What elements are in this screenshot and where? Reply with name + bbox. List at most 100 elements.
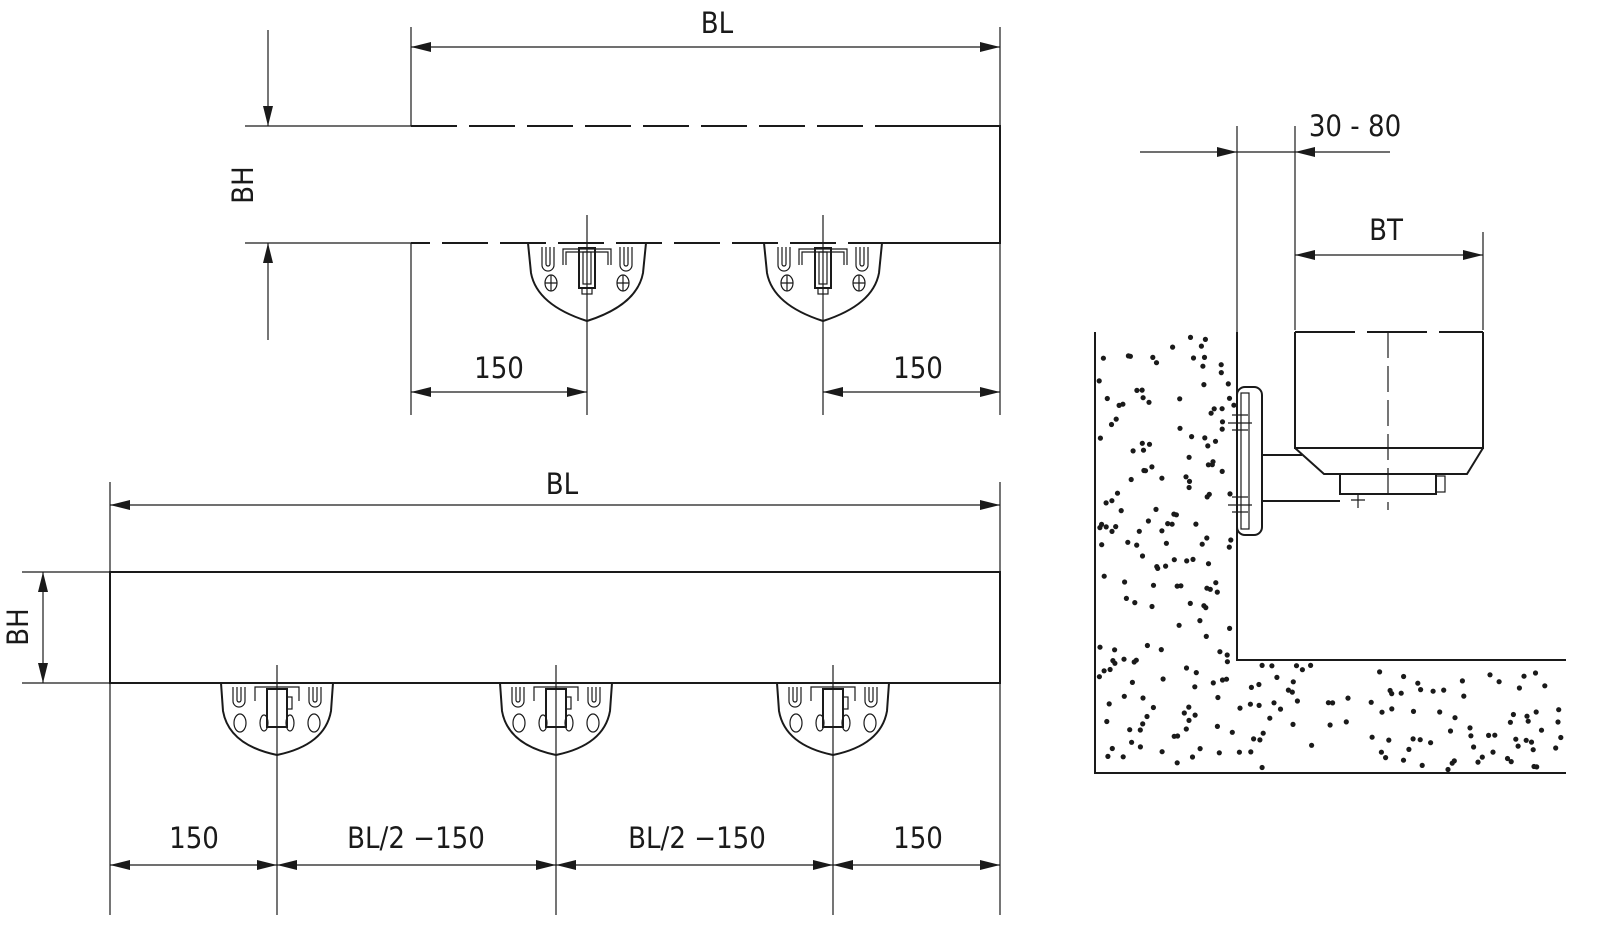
concrete-dot — [1131, 659, 1137, 665]
concrete-dot — [1387, 687, 1393, 694]
concrete-dot — [1139, 387, 1145, 393]
concrete-dot — [1149, 603, 1155, 610]
concrete-dot — [1146, 441, 1153, 447]
concrete-dot — [1104, 718, 1110, 725]
concrete-dot — [1290, 679, 1296, 685]
concrete-dot — [1183, 726, 1189, 732]
concrete-dot — [1449, 760, 1455, 766]
concrete-dot — [1100, 355, 1106, 361]
concrete-dot — [1525, 718, 1531, 724]
concrete-dot — [1193, 670, 1199, 676]
concrete-dot — [1097, 644, 1103, 650]
concrete-dot — [1475, 759, 1481, 765]
concrete-dot — [1103, 524, 1109, 530]
radiator-side — [1294, 331, 1484, 510]
concrete-dot — [1236, 749, 1242, 755]
concrete-dot — [1259, 764, 1265, 771]
depth-label: BT — [1369, 213, 1404, 247]
concrete-dot — [1193, 521, 1199, 527]
concrete-dot — [1104, 395, 1110, 402]
concrete-dot — [1417, 737, 1423, 743]
concrete-dot — [1274, 674, 1280, 681]
concrete-dot — [1248, 684, 1254, 691]
concrete-dot — [1330, 700, 1336, 706]
concrete-dot — [1290, 721, 1296, 728]
concrete-dot — [1110, 658, 1116, 664]
concrete-dot — [1211, 406, 1217, 412]
concrete-hatch — [1096, 334, 1564, 773]
concrete-dot — [1113, 416, 1119, 422]
concrete-dot — [1229, 729, 1235, 735]
concrete-dot — [1177, 425, 1183, 431]
concrete-dot — [1486, 732, 1492, 739]
concrete-dot — [1136, 528, 1142, 534]
concrete-dot — [1479, 754, 1485, 760]
concrete-dot — [1198, 343, 1204, 349]
concrete-dot — [1496, 679, 1502, 685]
concrete-dot — [1174, 760, 1180, 766]
concrete-dot — [1441, 687, 1447, 693]
wall-gap-label: 30 - 80 — [1309, 109, 1401, 143]
concrete-dot — [1202, 336, 1208, 342]
right-offset-label: 150 — [893, 351, 943, 385]
concrete-dot — [1213, 580, 1219, 586]
concrete-dot — [1127, 353, 1133, 359]
concrete-dot — [1260, 730, 1266, 736]
concrete-dot — [1165, 521, 1171, 527]
concrete-dot — [1197, 746, 1203, 752]
concrete-dot — [1132, 600, 1138, 606]
concrete-dot — [1418, 687, 1424, 693]
concrete-dot — [1226, 544, 1232, 550]
concrete-dot — [1130, 448, 1136, 454]
concrete-dot — [1140, 447, 1147, 453]
concrete-dot — [1542, 683, 1548, 689]
concrete-dot — [1428, 740, 1434, 746]
concrete-dot — [1127, 727, 1133, 733]
concrete-dot — [1398, 690, 1404, 696]
concrete-dot — [1251, 736, 1257, 742]
concrete-dot — [1183, 474, 1189, 480]
concrete-dot — [1140, 721, 1146, 727]
concrete-dot — [1101, 573, 1107, 579]
concrete-dot — [1197, 618, 1203, 624]
concrete-dot — [1178, 583, 1184, 589]
concrete-dot — [1190, 556, 1196, 563]
concrete-dot — [1134, 387, 1140, 393]
concrete-dot — [1227, 491, 1233, 497]
concrete-dot — [1248, 749, 1254, 755]
concrete-dot — [1099, 521, 1105, 528]
concrete-dot — [1128, 476, 1134, 483]
concrete-dot — [1294, 698, 1300, 704]
concrete-dot — [1153, 360, 1160, 366]
concrete-dot — [1163, 563, 1169, 569]
concrete-dot — [1169, 521, 1175, 527]
concrete-dot — [1176, 622, 1182, 628]
length-label: BL — [546, 467, 579, 501]
concrete-dot — [1184, 558, 1190, 564]
concrete-dot — [1149, 464, 1155, 470]
concrete-dot — [1122, 579, 1128, 585]
concrete-dot — [1103, 500, 1109, 506]
concrete-dot — [1269, 663, 1275, 669]
concrete-dot — [1201, 354, 1208, 360]
concrete-dot — [1108, 421, 1115, 428]
concrete-dot — [1452, 715, 1458, 721]
concrete-dot — [1345, 695, 1351, 701]
concrete-dot — [1186, 484, 1192, 491]
concrete-dot — [1226, 395, 1233, 401]
concrete-dot — [1492, 732, 1498, 738]
concrete-dot — [1171, 733, 1177, 739]
concrete-dot — [1163, 540, 1169, 546]
concrete-dot — [1285, 687, 1291, 693]
concrete-dot — [1271, 700, 1277, 706]
concrete-dot — [1204, 535, 1210, 541]
concrete-dot — [1293, 663, 1300, 669]
concrete-dot — [1218, 362, 1224, 368]
concrete-dot — [1214, 723, 1220, 730]
concrete-dot — [1309, 742, 1315, 748]
concrete-dot — [1186, 717, 1192, 724]
concrete-dot — [1109, 498, 1115, 504]
concrete-dot — [1140, 395, 1146, 401]
concrete-dot — [1556, 707, 1562, 713]
